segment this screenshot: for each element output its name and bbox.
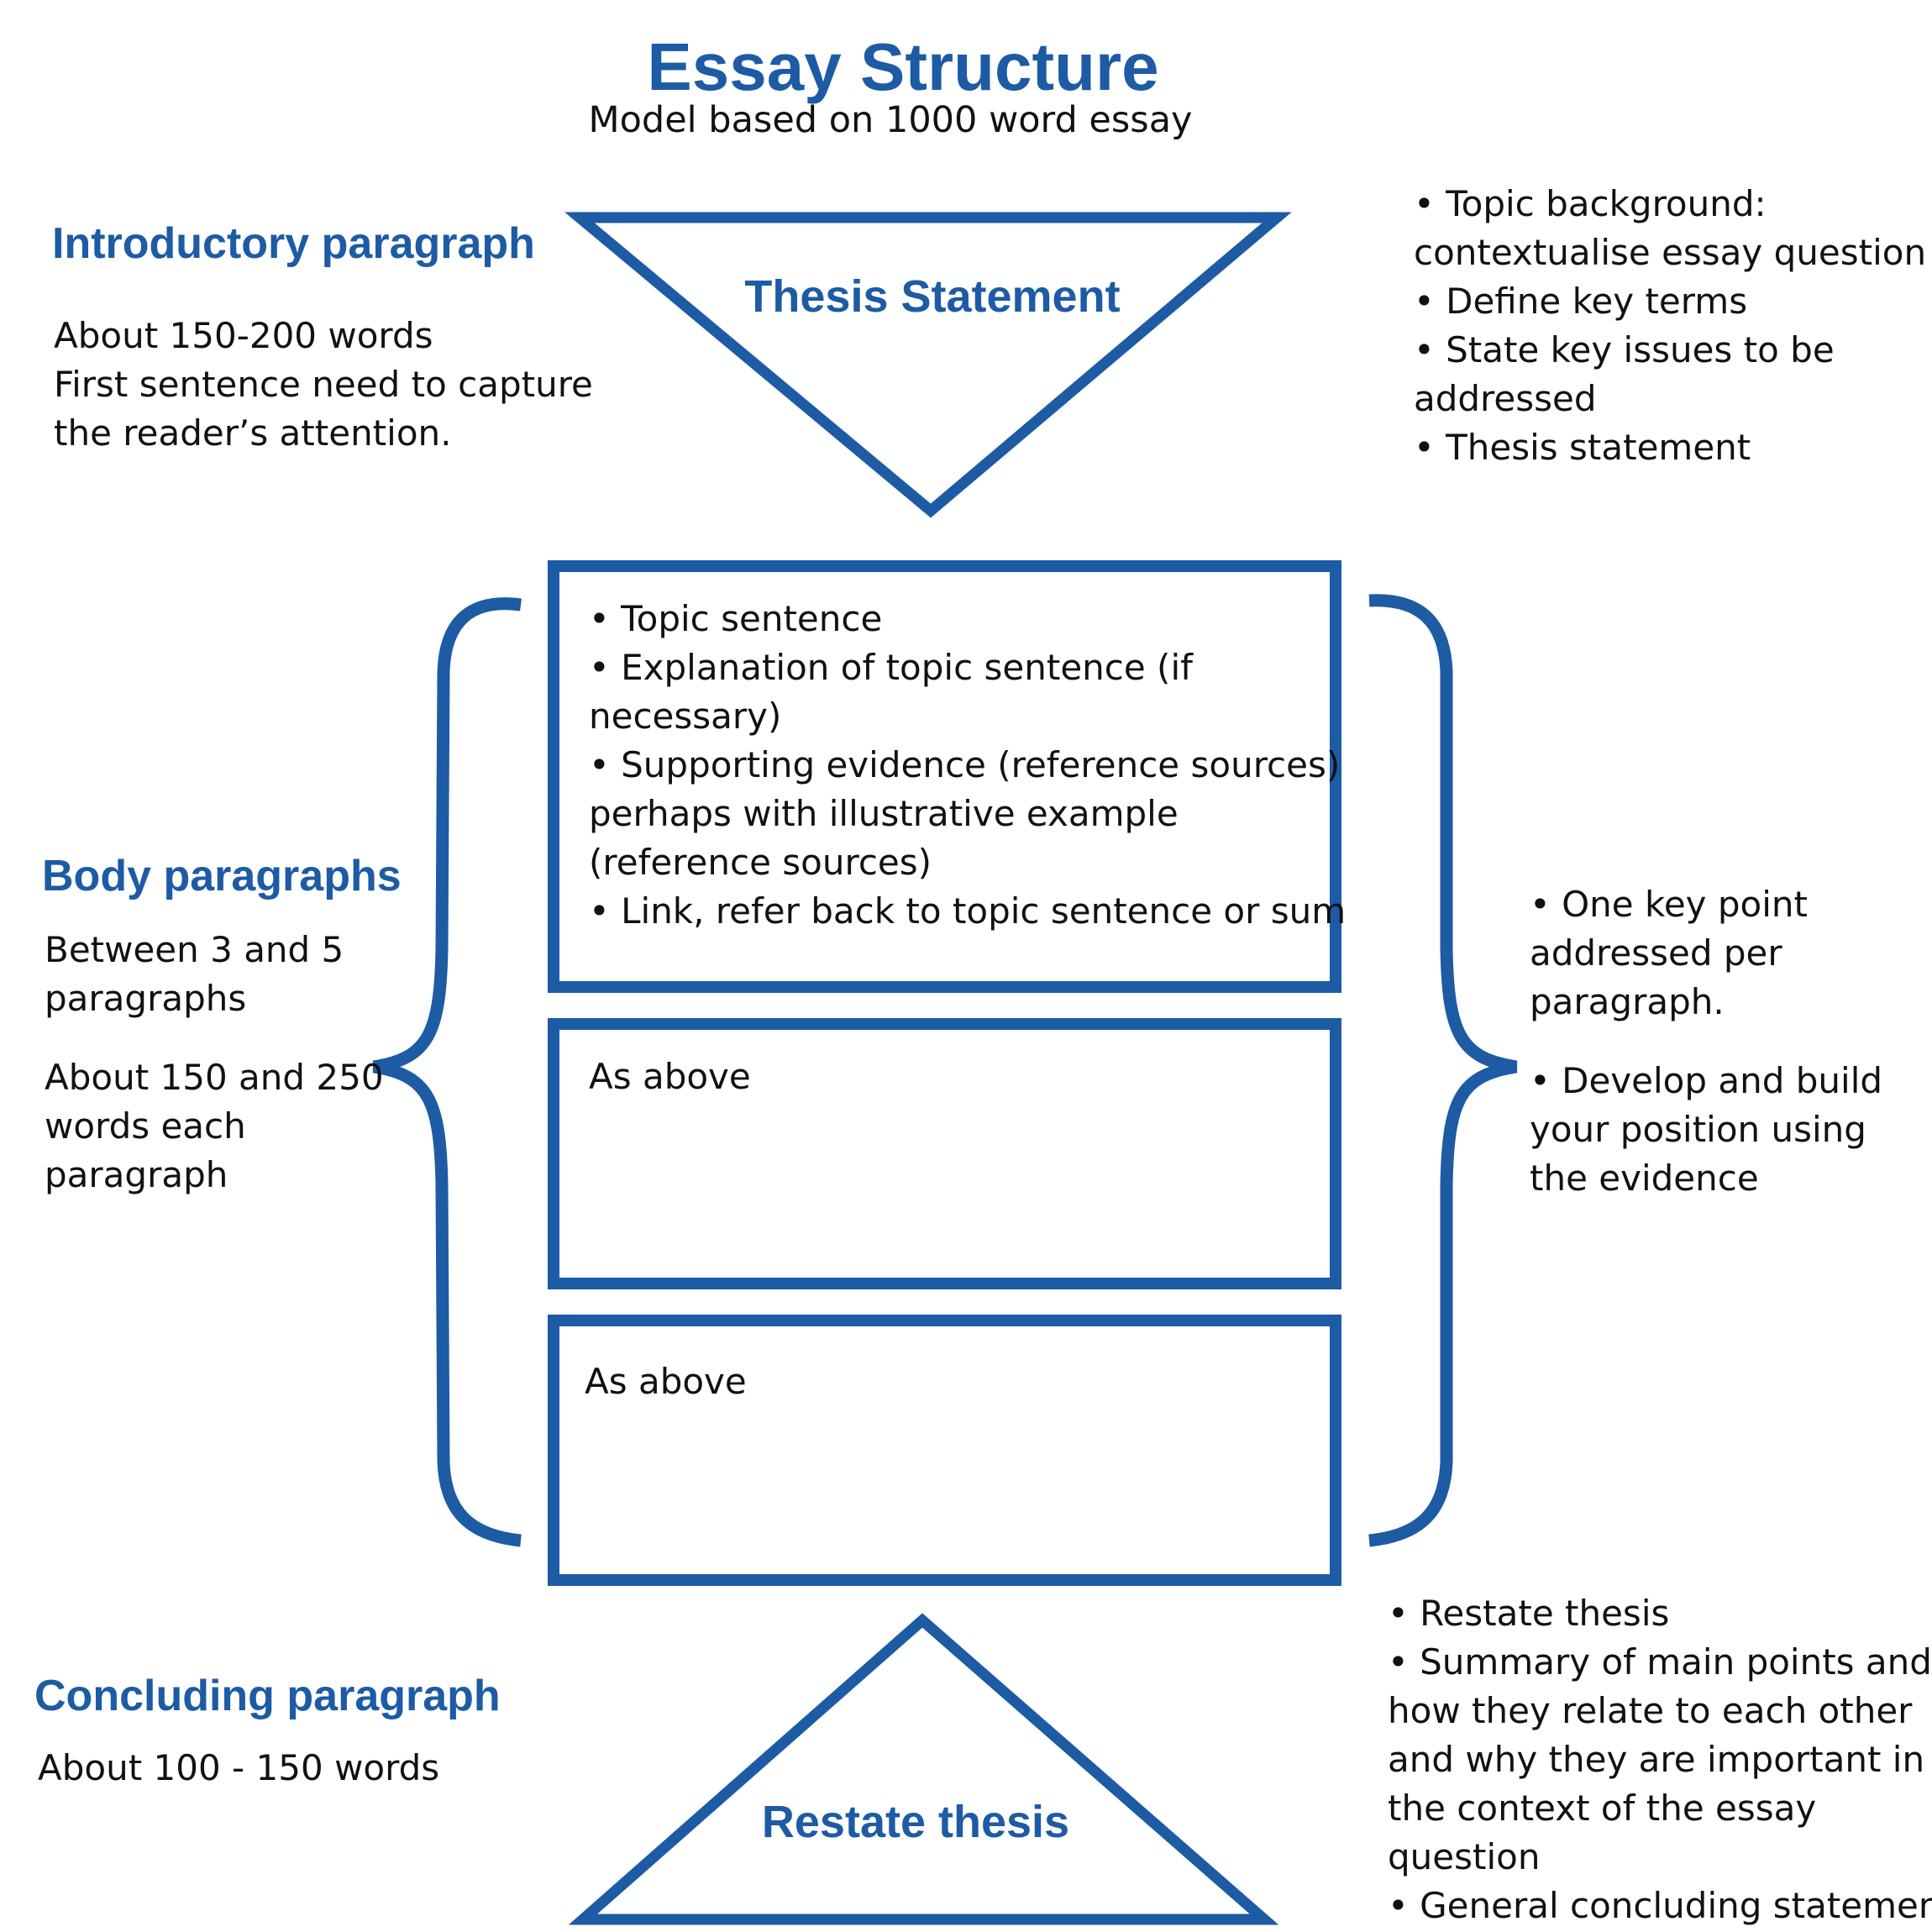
- introductory-note-line: the reader’s attention.: [54, 412, 452, 454]
- restate-thesis-triangle: [568, 1613, 1279, 1925]
- introductory-point: • Topic background:: [1414, 183, 1767, 224]
- body-box-1-line: • Supporting evidence (reference sources…: [589, 744, 1341, 785]
- body-box-1-line: • Topic sentence: [589, 598, 883, 639]
- body-point-line: the evidence: [1530, 1158, 1759, 1199]
- body-paragraph-box-3: [548, 1315, 1341, 1586]
- page-subtitle: Model based on 1000 word essay: [588, 99, 1193, 141]
- body-box-1-line: perhaps with illustrative example: [589, 793, 1179, 834]
- concluding-note: About 100 - 150 words: [38, 1747, 440, 1788]
- introductory-note-line: First sentence need to capture: [54, 364, 593, 405]
- body-point-line: paragraph.: [1530, 981, 1725, 1022]
- body-note-line: About 150 and 250: [45, 1057, 384, 1098]
- concluding-point: • Summary of main points and: [1388, 1641, 1932, 1683]
- body-point-line: • One key point: [1530, 884, 1808, 925]
- body-box-3-text: As above: [585, 1361, 747, 1402]
- body-box-1-line: (reference sources): [589, 842, 932, 883]
- body-note-line: words each: [45, 1105, 246, 1147]
- body-paragraphs-heading: Body paragraphs: [42, 852, 402, 900]
- body-points: • One key point addressed per paragraph.…: [1530, 880, 1882, 1203]
- thesis-statement-triangle: [564, 212, 1292, 518]
- introductory-point: • State key issues to be: [1414, 329, 1835, 370]
- introductory-points: • Topic background: contextualise essay …: [1414, 180, 1926, 472]
- body-paragraph-box-1: [548, 560, 1341, 993]
- body-box-1-line: • Link, refer back to topic sentence or …: [589, 890, 1347, 932]
- body-point-line: your position using: [1530, 1109, 1866, 1150]
- page-title: Essay Structure: [647, 29, 1159, 104]
- body-box-2-text: As above: [589, 1056, 751, 1097]
- concluding-point: • Restate thesis: [1388, 1593, 1670, 1634]
- introductory-point: • Define key terms: [1414, 281, 1748, 322]
- concluding-point: and why they are important in: [1388, 1739, 1925, 1780]
- introductory-point: addressed: [1414, 378, 1597, 419]
- right-curly-brace: [1368, 594, 1518, 1547]
- introductory-point: contextualise essay question: [1414, 232, 1927, 273]
- left-curly-brace: [372, 597, 522, 1547]
- body-point-line: • Develop and build: [1530, 1060, 1883, 1101]
- thesis-statement-label: Thesis Statement: [744, 271, 1121, 322]
- body-note-line: paragraphs: [45, 978, 247, 1019]
- concluding-paragraph-heading: Concluding paragraph: [34, 1672, 501, 1720]
- introductory-notes: About 150-200 words First sentence need …: [54, 312, 593, 458]
- body-box-1-content: • Topic sentence • Explanation of topic …: [589, 595, 1346, 936]
- body-box-1-line: • Explanation of topic sentence (if: [589, 647, 1193, 688]
- body-note-line: paragraph: [45, 1154, 228, 1195]
- concluding-points: • Restate thesis • Summary of main point…: [1388, 1589, 1932, 1930]
- introductory-note-line: About 150-200 words: [54, 315, 433, 356]
- concluding-point: the context of the essay: [1388, 1788, 1817, 1829]
- body-box-1-line: necessary): [589, 696, 782, 737]
- introductory-point: • Thesis statement: [1414, 427, 1751, 468]
- concluding-point: • General concluding statement: [1388, 1885, 1932, 1926]
- body-note-line: Between 3 and 5: [45, 929, 344, 970]
- body-paragraph-box-2: [548, 1018, 1341, 1289]
- introductory-paragraph-heading: Introductory paragraph: [52, 219, 535, 268]
- restate-thesis-label: Restate thesis: [761, 1797, 1070, 1847]
- body-notes: Between 3 and 5 paragraphs About 150 and…: [45, 926, 384, 1200]
- concluding-point: how they relate to each other: [1388, 1690, 1913, 1731]
- concluding-point: question: [1388, 1836, 1541, 1877]
- body-point-line: addressed per: [1530, 932, 1782, 974]
